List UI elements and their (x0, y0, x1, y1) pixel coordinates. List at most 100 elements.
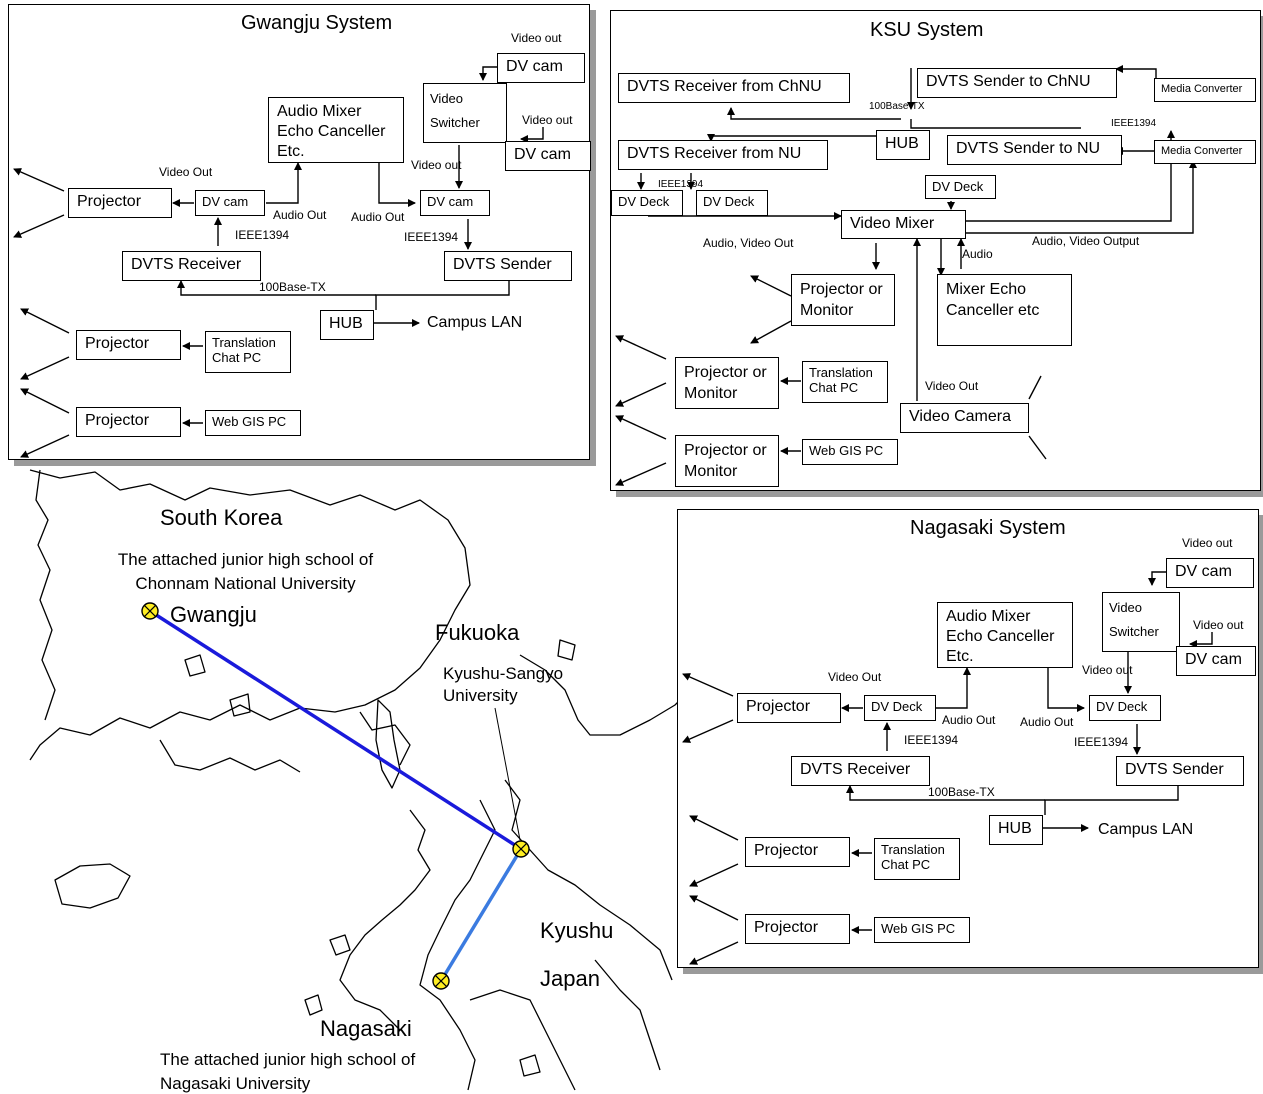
ksu-label-ieee-top: IEEE1394 (1111, 118, 1157, 129)
nagasaki-title: Nagasaki System (910, 517, 1066, 539)
nagasaki-dv-deck-left: DV Deck (864, 695, 936, 721)
link-nagasaki-fukuoka (439, 848, 523, 982)
nagasaki-label-video-out-left: Video Out (828, 670, 882, 684)
gwangju-projector-1: Projector (68, 188, 172, 218)
nagasaki-hub: HUB (989, 815, 1043, 845)
ksu-title: KSU System (870, 19, 984, 41)
ksu-label-video-out: Video Out (925, 379, 979, 393)
kyushu-coastline (519, 654, 681, 736)
gwangju-translation-pc: Translation Chat PC (205, 331, 291, 373)
nagasaki-audio-mixer: Audio Mixer Echo Canceller Etc. (937, 602, 1073, 668)
ksu-mixer: Mixer Echo Canceller etc (937, 274, 1072, 346)
gwangju-dv-cam-left: DV cam (195, 190, 265, 216)
nagasaki-wires (682, 558, 1213, 965)
nagasaki-label-ieee-left: IEEE1394 (904, 733, 959, 747)
ksu-label-base-tx: 100Base-TX (869, 101, 925, 112)
nagasaki-label-video-out-top: Video out (1182, 536, 1233, 550)
ksu-projector-monitor-2: Projector or Monitor (675, 357, 779, 409)
gwangju-dv-cam-top: DV cam (497, 53, 585, 83)
fukuoka-marker-icon (512, 840, 530, 858)
nagasaki-projector-3: Projector (745, 914, 850, 944)
link-gwangju-fukuoka (149, 609, 522, 851)
label-south-korea: South Korea (160, 505, 283, 530)
ksu-dv-deck-right: DV Deck (925, 175, 996, 199)
korea-coastline (29, 469, 471, 761)
ksu-sender-nu: DVTS Sender to NU (947, 135, 1122, 165)
gwangju-label-video-out-mid: Video out (411, 158, 462, 172)
ksu-sender-chnu: DVTS Sender to ChNU (917, 68, 1117, 98)
nagasaki-label-audio-out-mid: Audio Out (1020, 715, 1074, 729)
ksu-leader-line (494, 707, 521, 841)
gwangju-label-video-out-top: Video out (511, 31, 562, 45)
gwangju-dvts-receiver: DVTS Receiver (122, 251, 261, 281)
gwangju-title: Gwangju System (241, 12, 393, 34)
gwangju-projector-3: Projector (76, 407, 181, 437)
nagasaki-label-audio-out-left: Audio Out (942, 713, 996, 727)
label-japan: Japan (540, 966, 600, 991)
nagasaki-web-gis-pc: Web GIS PC (874, 917, 970, 943)
ksu-projector-monitor-3: Projector or Monitor (675, 435, 779, 487)
ksu-video-mixer: Video Mixer (841, 210, 966, 239)
label-gwangju-school: The attached junior high school of Chonn… (117, 550, 374, 593)
nagasaki-marker-icon (432, 972, 450, 990)
tsushima-island (375, 699, 401, 789)
label-nagasaki-school: The attached junior high school of Nagas… (160, 1050, 416, 1093)
nagasaki-label-ieee-right: IEEE1394 (1074, 735, 1129, 749)
label-kyushu: Kyushu (540, 918, 614, 943)
gwangju-label-video-out-left: Video Out (159, 165, 213, 179)
nagasaki-projector-1: Projector (737, 693, 841, 723)
ksu-label-audio: Audio (962, 247, 993, 261)
nagasaki-projector-2: Projector (745, 837, 850, 867)
nagasaki-label-video-out-mid: Video out (1082, 663, 1133, 677)
gwangju-marker-icon (141, 602, 159, 620)
gwangju-dv-cam-mid: DV cam (420, 190, 490, 216)
label-nagasaki: Nagasaki (320, 1016, 412, 1041)
ksu-dv-deck-1: DV Deck (611, 190, 683, 216)
nagasaki-video-switcher: Video Switcher (1102, 592, 1180, 652)
ksu-translation-pc: Translation Chat PC (802, 361, 888, 403)
ksu-system-panel: KSU System DVTS Receiver from ChNU DVTS … (610, 10, 1261, 491)
nagasaki-label-campus-lan: Campus LAN (1098, 821, 1194, 838)
ksu-dv-deck-2: DV Deck (696, 190, 768, 216)
ksu-wires (615, 65, 1197, 486)
ksu-label-audio-video-output: Audio, Video Output (1032, 234, 1140, 248)
gwangju-label-campus-lan: Campus LAN (427, 314, 523, 331)
nagasaki-dv-deck-mid: DV Deck (1089, 695, 1161, 721)
gwangju-label-ieee-right: IEEE1394 (404, 230, 459, 244)
gwangju-wires (13, 53, 544, 458)
label-gwangju: Gwangju (170, 602, 257, 627)
gwangju-system-panel: Gwangju System DV cam Video Switcher DV … (8, 4, 591, 460)
ksu-hub: HUB (876, 130, 930, 160)
gwangju-audio-mixer: Audio Mixer Echo Canceller Etc. (268, 97, 404, 163)
nagasaki-translation-pc: Translation Chat PC (874, 838, 960, 880)
gwangju-hub: HUB (320, 310, 374, 340)
gwangju-label-base-tx: 100Base-TX (259, 280, 326, 294)
gwangju-label-audio-out-left: Audio Out (273, 208, 327, 222)
gwangju-label-audio-out-mid: Audio Out (351, 210, 405, 224)
nagasaki-dvts-receiver: DVTS Receiver (791, 756, 930, 786)
ksu-label-ieee-left: IEEE1394 (658, 179, 704, 190)
nagasaki-system-panel: Nagasaki System DV cam Video Switcher DV… (677, 509, 1259, 968)
gwangju-label-video-out-right: Video out (522, 113, 573, 127)
ksu-web-gis-pc: Web GIS PC (802, 439, 898, 465)
nagasaki-dvts-sender: DVTS Sender (1116, 756, 1244, 786)
ksu-label-audio-video-out: Audio, Video Out (703, 236, 794, 250)
label-fukuoka: Fukuoka (435, 620, 520, 645)
gwangju-dv-cam-right: DV cam (505, 141, 591, 171)
gwangju-web-gis-pc: Web GIS PC (205, 410, 301, 436)
ksu-video-camera: Video Camera (900, 403, 1029, 433)
label-ksu: Kyushu-Sangyo University (443, 664, 564, 705)
ksu-media-converter-2: Media Converter (1154, 140, 1256, 164)
ksu-projector-monitor-1: Projector or Monitor (791, 274, 895, 326)
ksu-media-converter-1: Media Converter (1154, 78, 1256, 102)
nagasaki-dv-cam-right: DV cam (1176, 646, 1256, 676)
nagasaki-dv-cam-top: DV cam (1166, 558, 1254, 588)
ksu-recv-nu: DVTS Receiver from NU (618, 140, 828, 170)
gwangju-dvts-sender: DVTS Sender (444, 251, 572, 281)
jeju-island (54, 863, 131, 909)
ksu-recv-chnu: DVTS Receiver from ChNU (618, 73, 850, 103)
nagasaki-label-video-out-right: Video out (1193, 618, 1244, 632)
gwangju-projector-2: Projector (76, 330, 181, 360)
